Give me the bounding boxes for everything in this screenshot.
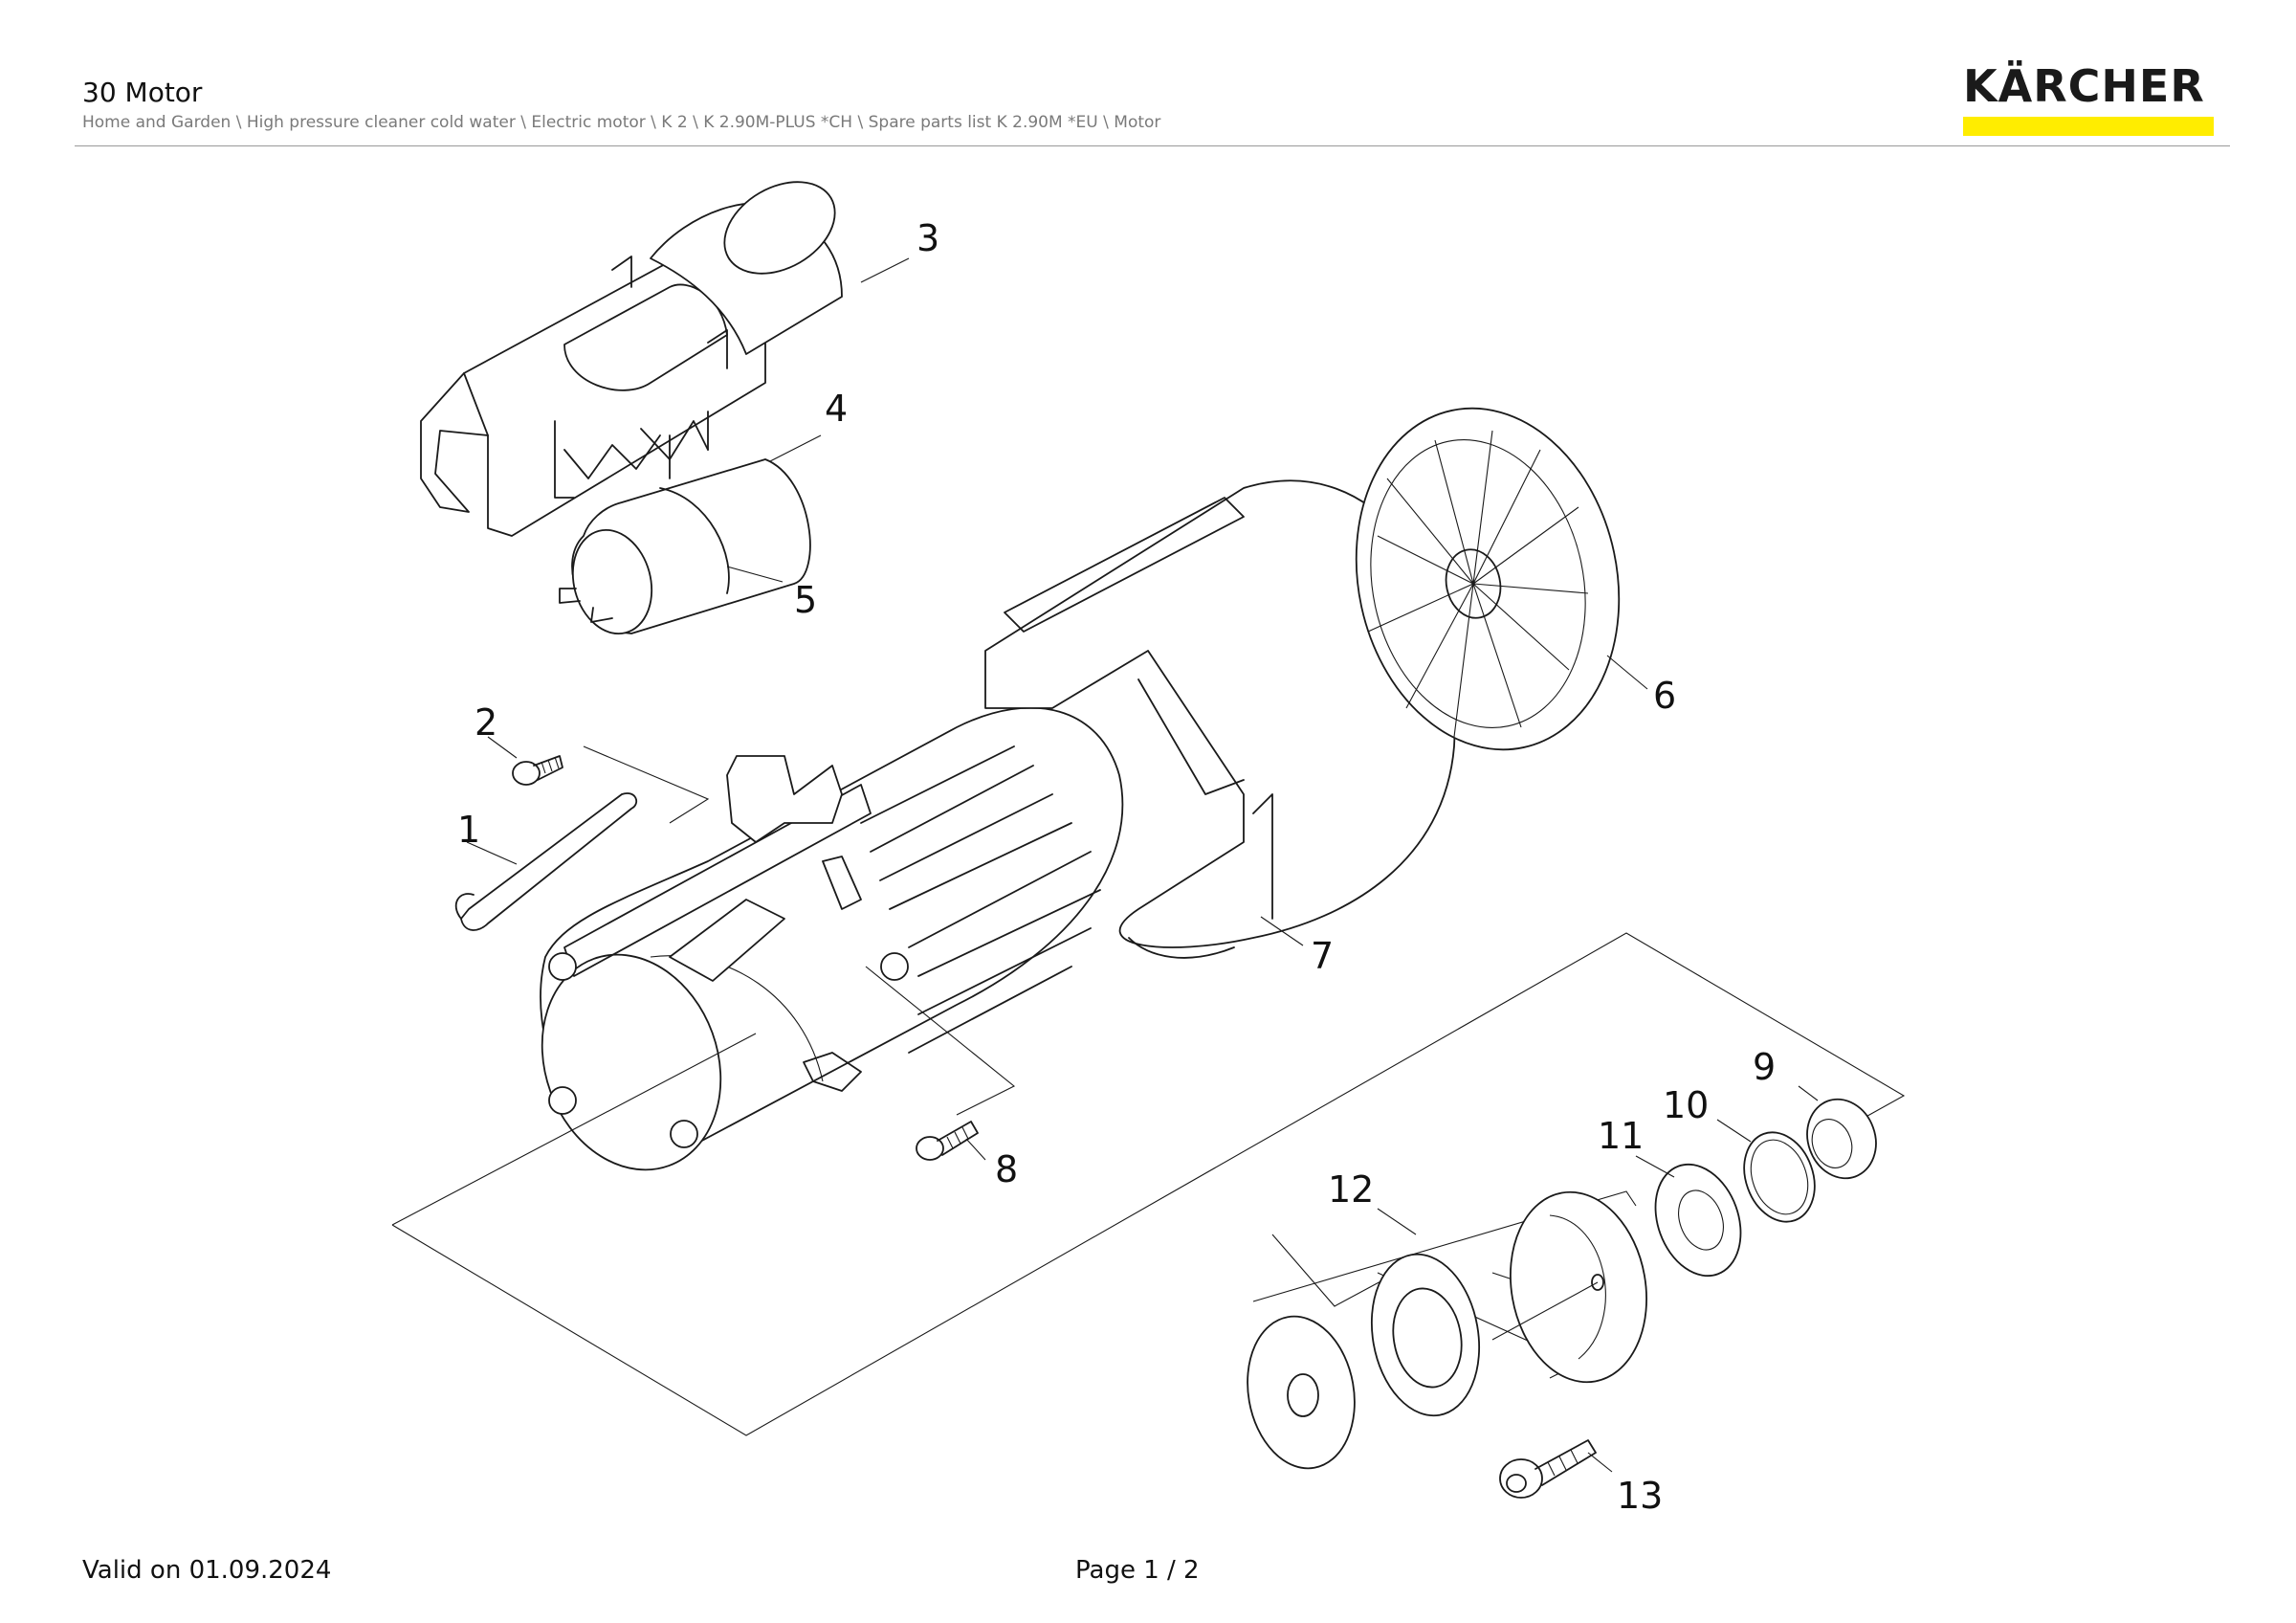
part-1-retaining-clip bbox=[454, 792, 638, 931]
callout-10: 10 bbox=[1663, 1084, 1709, 1126]
part-10-ring bbox=[1743, 1131, 1816, 1223]
callout-6: 6 bbox=[1653, 675, 1676, 717]
callout-3: 3 bbox=[916, 217, 939, 259]
callout-2: 2 bbox=[475, 701, 497, 744]
callout-1: 1 bbox=[457, 809, 480, 851]
callout-5: 5 bbox=[794, 579, 817, 621]
callout-numbers: 1 2 3 4 5 6 7 8 9 10 11 12 13 bbox=[457, 217, 1776, 1517]
page-title: 30 Motor bbox=[82, 77, 203, 108]
part-2-screw bbox=[512, 755, 563, 786]
header-divider bbox=[75, 145, 2230, 146]
part-12-bearing-plate bbox=[1247, 1190, 1647, 1470]
page-number: Page 1 / 2 bbox=[1075, 1556, 1200, 1585]
part-9-seal bbox=[1806, 1098, 1877, 1180]
logo-wordmark: KÄRCHER bbox=[1963, 60, 2205, 112]
callout-7: 7 bbox=[1311, 935, 1334, 977]
callout-11: 11 bbox=[1598, 1115, 1644, 1157]
callout-13: 13 bbox=[1617, 1475, 1663, 1517]
motor-housing bbox=[540, 706, 1124, 1171]
leader-lines bbox=[466, 257, 1819, 1473]
part-8-screw bbox=[916, 1121, 979, 1161]
breadcrumb: Home and Garden \ High pressure cleaner … bbox=[82, 113, 1161, 132]
callout-4: 4 bbox=[825, 388, 848, 430]
callout-9: 9 bbox=[1753, 1046, 1776, 1088]
part-4-capacitor bbox=[559, 458, 811, 635]
part-13-screw bbox=[1499, 1439, 1597, 1499]
part-6-fan-wheel bbox=[1355, 407, 1621, 751]
part-11-bearing bbox=[1654, 1163, 1742, 1278]
validity-date: Valid on 01.09.2024 bbox=[82, 1556, 332, 1585]
logo-yellow-bar bbox=[1963, 117, 2214, 136]
karcher-logo: KÄRCHER bbox=[1963, 63, 2214, 136]
part-3-brush-holder bbox=[420, 181, 843, 537]
callout-12: 12 bbox=[1328, 1168, 1374, 1211]
callout-8: 8 bbox=[995, 1148, 1018, 1190]
